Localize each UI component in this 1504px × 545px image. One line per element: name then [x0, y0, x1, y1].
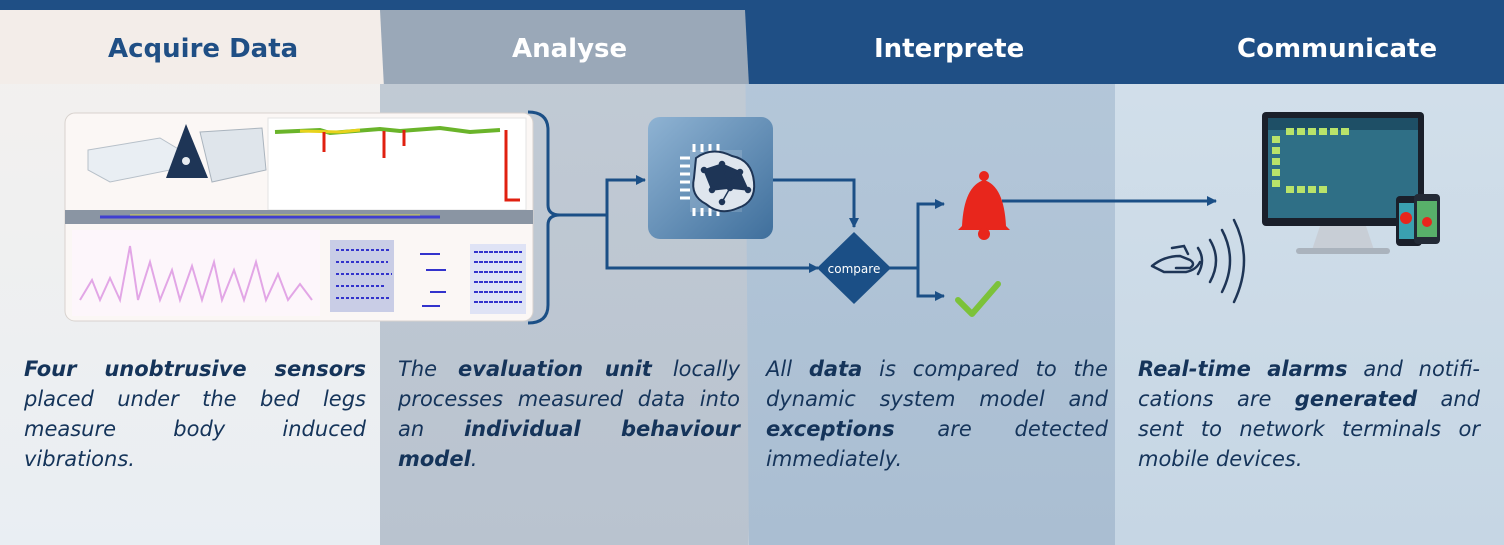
description-interprete: All data is compared to the dynamic syst…: [766, 354, 1108, 474]
description-text: and notifi-cations are: [1138, 357, 1480, 411]
header-title-acquire: Acquire Data: [108, 34, 299, 64]
top-bar: [0, 0, 1504, 10]
flow-arrow-chip-to-compare: [773, 178, 859, 228]
column-communicate-bg: [1115, 10, 1504, 545]
description-text: locally processes measured data into an: [398, 357, 741, 441]
header-title-analyse: Analyse: [512, 34, 628, 64]
flow-arrows: [560, 175, 1217, 301]
description-text: placed under the bed legs measure body i…: [24, 387, 366, 471]
brain-chip-icon: [648, 117, 773, 239]
description-emphasis: generated: [1294, 387, 1418, 411]
hand-wireless-icon: [1150, 218, 1246, 304]
header-communicate: [1115, 10, 1504, 84]
smartphone-icon: [1396, 194, 1440, 246]
description-text: are detected immediately.: [766, 417, 1108, 471]
alarm-bell-icon: [958, 171, 1010, 240]
description-text: .: [470, 447, 478, 471]
compare-label: compare: [828, 262, 881, 276]
description-emphasis: individual behaviour model: [398, 417, 740, 471]
description-text: and sent to network terminals or mobile …: [1138, 387, 1481, 471]
sensor-trace-chart-top: [267, 117, 527, 211]
description-acquire: Four unobtrusive sensors placed under th…: [24, 354, 366, 474]
header-title-communicate: Communicate: [1237, 34, 1438, 64]
sensor-trace-chart-bottom: [72, 230, 320, 316]
description-analyse: The evaluation unit locally processes me…: [398, 354, 740, 474]
checkmark-icon: [955, 281, 1001, 317]
description-text: is compared to the dynamic system model …: [766, 357, 1108, 411]
sensor-data-panel: [64, 112, 534, 322]
description-emphasis: Four unobtrusive sensors: [24, 357, 366, 381]
header-analyse: [380, 10, 760, 84]
compare-diamond-icon: compare: [817, 232, 891, 304]
header-acquire: [0, 10, 400, 84]
description-emphasis: Real-time alarms: [1138, 357, 1348, 381]
flow-arrow-to-bell: [916, 199, 945, 268]
flow-arrow-to-chip: [605, 175, 646, 215]
description-text: All: [766, 357, 809, 381]
sensor-scatter-charts: [330, 240, 526, 314]
sensor-device-icon: [87, 124, 267, 183]
description-emphasis: exceptions: [766, 417, 895, 441]
header-interprete: [745, 10, 1135, 84]
monitor-dashboard-icon: [1262, 112, 1424, 254]
description-text: The: [398, 357, 459, 381]
flow-arrow-to-compare: [605, 215, 819, 273]
description-emphasis: evaluation unit: [458, 357, 652, 381]
flow-arrow-to-check: [916, 268, 945, 301]
header-title-interprete: Interprete: [874, 34, 1025, 64]
sensor-trace-band: [65, 210, 533, 224]
description-emphasis: data: [808, 357, 863, 381]
column-interprete-bg: [745, 10, 1135, 545]
description-communicate: Real-time alarms and notifi-cations are …: [1138, 354, 1480, 474]
